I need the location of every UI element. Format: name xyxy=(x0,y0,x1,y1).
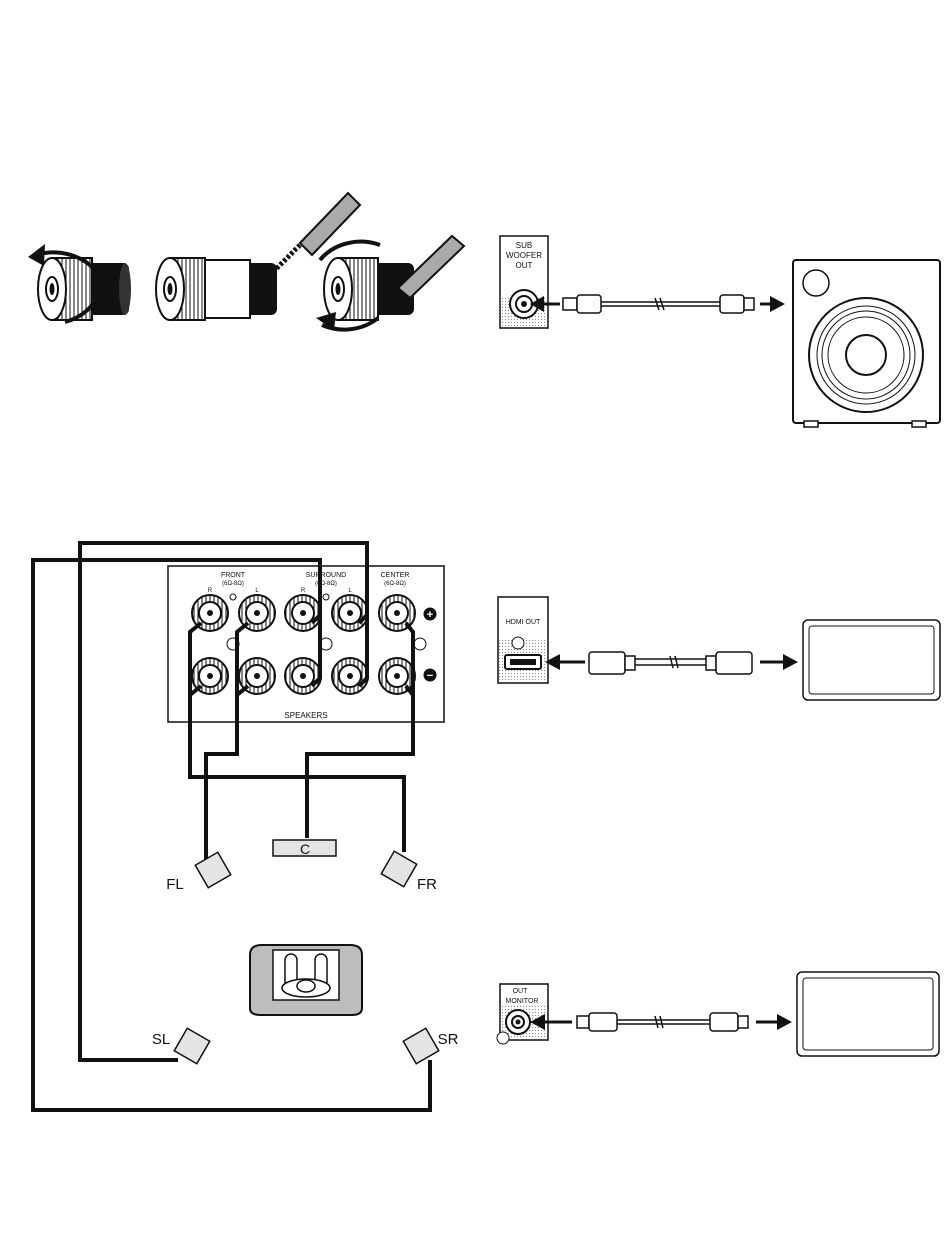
minus-sign: − xyxy=(427,670,433,682)
subwoofer-cable xyxy=(530,295,785,313)
speakers-panel-label: SPEAKERS xyxy=(284,711,327,720)
subwoofer-speaker xyxy=(793,260,940,427)
fr-label: FR xyxy=(417,876,437,893)
terminal-surround-r-minus xyxy=(285,658,321,694)
monitor-out-panel: OUT MONITOR xyxy=(497,984,548,1044)
listener-seat-icon xyxy=(250,945,362,1015)
speaker-sr: SR xyxy=(403,1028,458,1064)
c-label: C xyxy=(300,841,310,857)
front-label: FRONT xyxy=(221,572,246,579)
hdmi-cable xyxy=(545,652,798,674)
sl-label: SL xyxy=(152,1031,170,1048)
speaker-c: C xyxy=(273,840,336,857)
hdmi-out-label: HDMI OUT xyxy=(506,619,541,626)
monitor-label-1: OUT xyxy=(513,988,529,995)
sub-label-3: OUT xyxy=(516,261,533,270)
center-impedance: (6Ω-8Ω) xyxy=(384,581,406,587)
terminal-surround-l-plus xyxy=(332,595,368,631)
speaker-fr: FR xyxy=(381,851,437,893)
fl-label: FL xyxy=(166,876,184,893)
monitor-cable xyxy=(530,1013,792,1031)
speaker-terminal-panel: FRONT (6Ω-8Ω) SURROUND (6Ω-8Ω) CENTER (6… xyxy=(168,566,444,722)
center-label: CENTER xyxy=(381,572,410,579)
monitor-label-2: MONITOR xyxy=(506,998,539,1005)
sub-label-2: WOOFER xyxy=(506,251,542,260)
front-impedance: (6Ω-8Ω) xyxy=(222,581,244,587)
sr-label: SR xyxy=(438,1031,459,1048)
tv-display-hdmi xyxy=(803,620,940,700)
sub-label-1: SUB xyxy=(516,241,532,250)
front-r-label: R xyxy=(208,588,213,594)
hdmi-out-panel: HDMI OUT xyxy=(498,597,548,683)
tv-display-monitor xyxy=(797,972,939,1056)
binding-post-step-3 xyxy=(316,236,464,330)
surround-r-label: R xyxy=(301,588,306,594)
surround-label: SURROUND xyxy=(306,572,346,579)
terminal-surround-l-minus xyxy=(332,658,368,694)
terminal-surround-r-plus xyxy=(285,595,321,631)
plus-sign: + xyxy=(427,609,433,621)
speaker-fl: FL xyxy=(166,852,231,893)
subwoofer-out-panel: SUB WOOFER OUT xyxy=(500,236,548,328)
binding-post-step-1 xyxy=(28,244,131,322)
